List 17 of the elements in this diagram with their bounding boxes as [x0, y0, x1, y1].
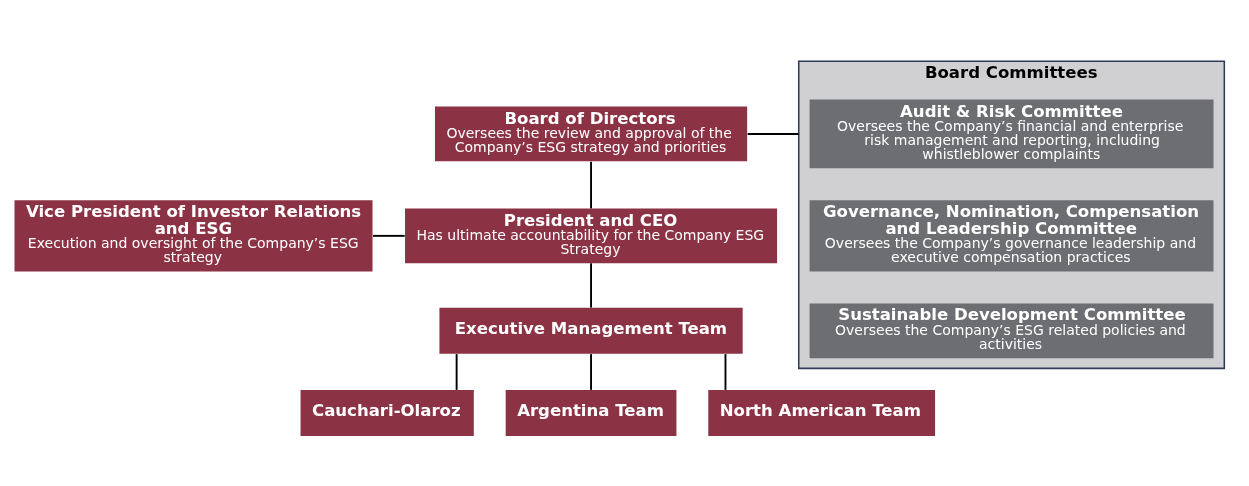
connector	[372, 234, 406, 237]
node-box: Board of Directors Oversees the review and approval of the Company’s ESG strategy and priorities	[434, 106, 748, 161]
node-box: Sustainable Development Committee Oversees the Company’s ESG related policies and activities	[809, 302, 1214, 358]
connector	[590, 352, 592, 391]
connector	[590, 261, 592, 309]
node-box: President and CEO Has ultimate accountability for the Company ESG Strategy	[405, 207, 778, 263]
connector	[724, 352, 727, 391]
node-box: Cauchari-Olaroz	[300, 389, 474, 436]
node-box: Executive Management Team	[439, 307, 743, 354]
connector	[590, 160, 592, 209]
node-box: North American Team	[708, 389, 936, 436]
node-box: Audit & Risk Committee Oversees the Company’s financial and enterprise risk management and reporting, including whistleblower complaints	[809, 99, 1214, 168]
node-box: Vice President of Investor Relations and ESG Execution and oversight of the Company’s ESG strategy	[14, 199, 373, 272]
connector	[746, 132, 800, 135]
connector	[455, 352, 458, 391]
node-box: Governance, Nomination, Compensation and Leadership Committee Oversees the Company’s governance leadership and executive compensation practices	[809, 199, 1214, 272]
node-box: Argentina Team	[505, 389, 677, 436]
